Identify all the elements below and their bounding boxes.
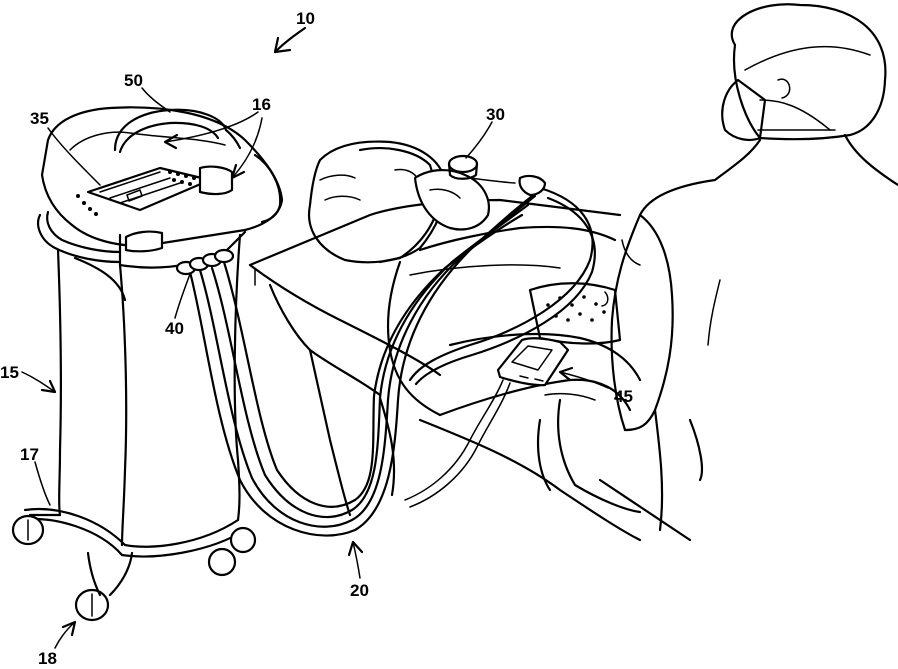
console-side-display — [200, 167, 232, 194]
console-unit — [13, 107, 282, 620]
label-mask: 30 — [486, 105, 505, 124]
label-device: 10 — [296, 9, 315, 28]
label-casters: 18 — [38, 649, 57, 668]
label-console: 15 — [0, 363, 19, 382]
label-screen: 35 — [30, 109, 49, 128]
clinician — [612, 4, 898, 530]
surgical-cap — [732, 4, 886, 139]
label-hoses: 20 — [350, 581, 369, 600]
label-displays: 16 — [252, 95, 271, 114]
label-remote: 45 — [614, 387, 633, 406]
clinician-back — [612, 140, 760, 430]
patient — [309, 142, 640, 512]
console-tower-left — [58, 250, 61, 515]
console-ports — [177, 250, 233, 274]
label-ports: 40 — [165, 319, 184, 338]
label-handle: 50 — [124, 71, 143, 90]
label-base: 17 — [20, 445, 39, 464]
remote-control-unit — [498, 338, 568, 385]
